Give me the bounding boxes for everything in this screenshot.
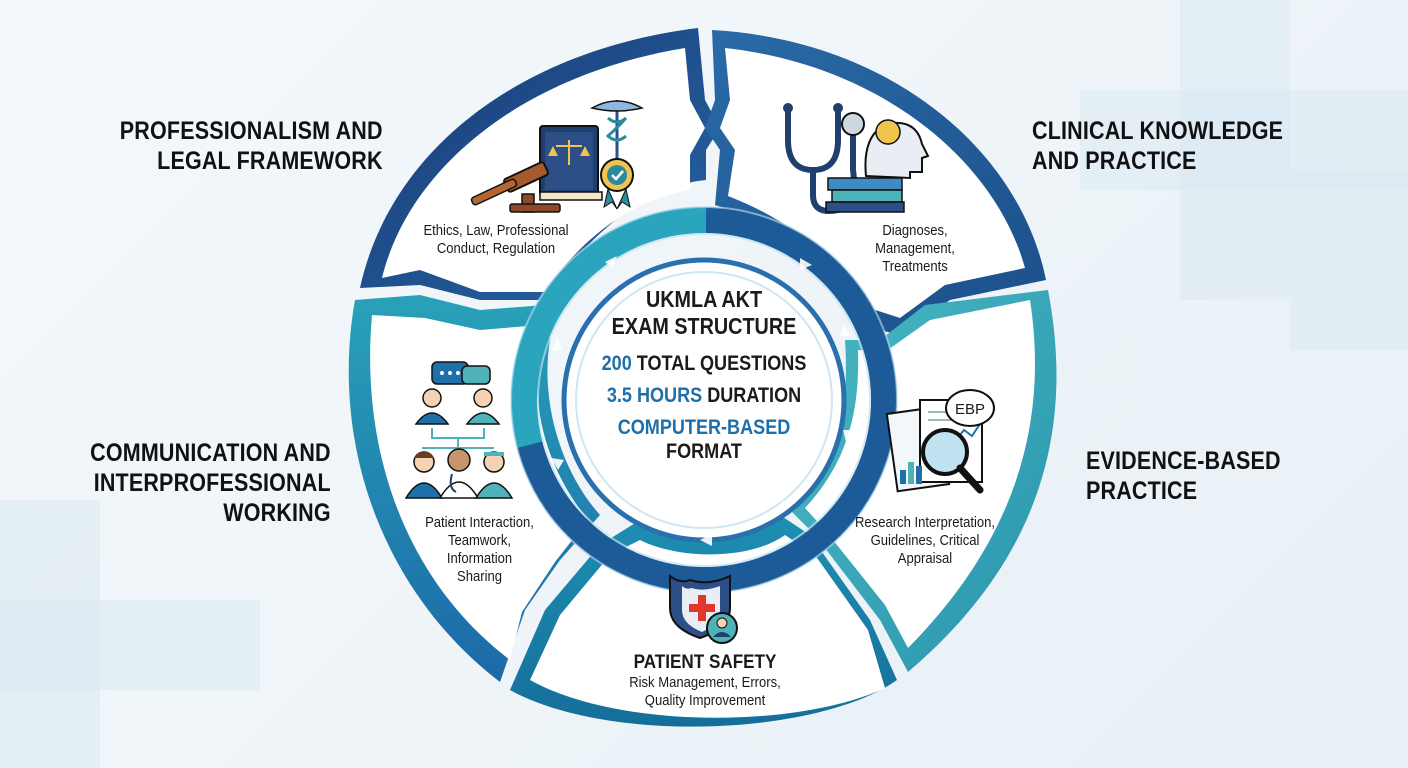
format-stat: COMPUTER-BASED FORMAT: [617, 416, 791, 463]
segment-title-professionalism: PROFESSIONALISM AND LEGAL FRAMEWORK: [120, 117, 383, 175]
segment-title-evidence: EVIDENCE-BASED PRACTICE: [1086, 447, 1281, 505]
center-summary: UKMLA AKT EXAM STRUCTURE 200 TOTAL QUEST…: [574, 268, 834, 498]
stethoscope-books-icon: [783, 103, 930, 214]
ring-arrows: [551, 256, 855, 546]
research-magnifier-icon: EBP: [885, 389, 995, 494]
background-cross: [1290, 170, 1408, 350]
ring-arrow: [840, 325, 852, 336]
inner-ring-highlight: [537, 233, 871, 567]
segment-desc-professionalism: Ethics, Law, Professional Conduct, Regul…: [423, 223, 569, 257]
ring-arrow: [800, 258, 812, 270]
gavel-law-books-icon: [470, 100, 645, 213]
duration-stat: 3.5 HOURS DURATION: [606, 384, 802, 407]
ring-arrow: [605, 256, 617, 268]
segment-title-safety: PATIENT SAFETY: [633, 652, 777, 673]
segment-desc-communication: Patient Interaction, Teamwork, Informati…: [425, 515, 534, 585]
center-title: UKMLA AKT EXAM STRUCTURE: [611, 286, 797, 339]
ebp-badge: EBP: [955, 401, 985, 418]
inner-ring-teal: [511, 207, 897, 593]
team-communication-icon: [404, 361, 514, 499]
segment-desc-evidence: Research Interpretation, Guidelines, Cri…: [854, 515, 996, 567]
questions-stat: 200 TOTAL QUESTIONS: [601, 352, 807, 375]
background-cross: [0, 600, 260, 690]
segment-desc-safety: PATIENT SAFETY Risk Management, Errors, …: [611, 652, 800, 710]
ring-arrow: [700, 534, 712, 546]
center-disc: [575, 271, 833, 529]
safety-shield-icon: [669, 573, 738, 644]
ring-arrow: [778, 500, 790, 512]
segment-desc-clinical: Diagnoses, Management, Treatments: [875, 223, 955, 275]
ring-arrow: [551, 338, 562, 350]
ring-arrow: [551, 458, 564, 470]
segment-title-clinical: CLINICAL KNOWLEDGE AND PRACTICE: [1032, 117, 1284, 175]
segment-title-communication: COMMUNICATION AND INTERPROFESSIONAL WORK…: [90, 439, 331, 527]
ring-arrow: [843, 430, 855, 442]
